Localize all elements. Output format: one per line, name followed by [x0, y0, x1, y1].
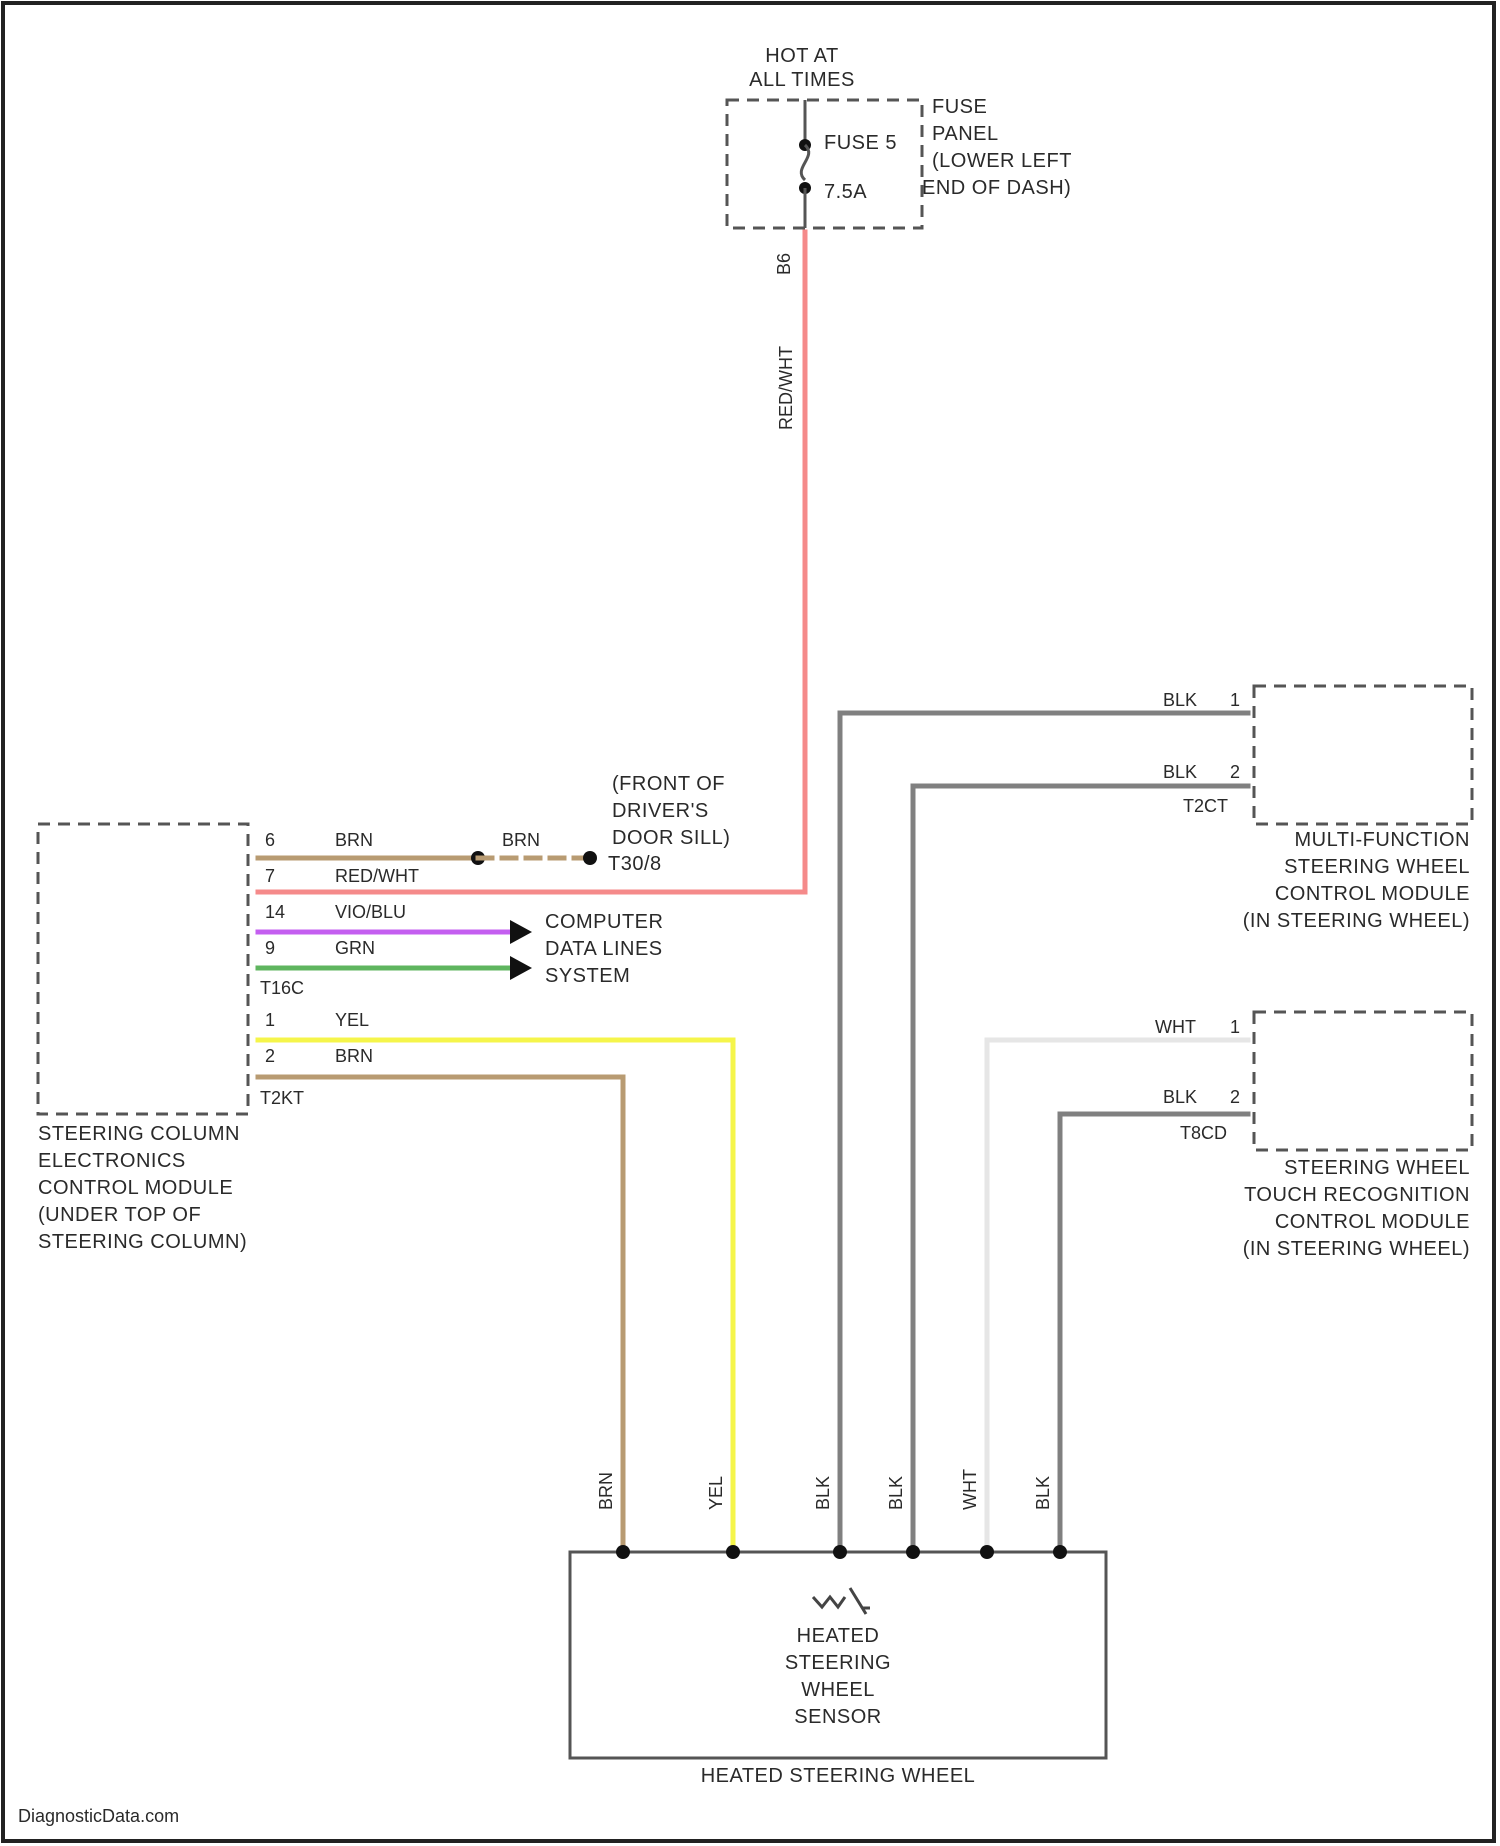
- sccm-pin-14: 14: [265, 902, 285, 922]
- vlabel-wht: WHT: [960, 1469, 980, 1510]
- wire-brown: [258, 1077, 623, 1552]
- wire-white-touch-1: [987, 1040, 1248, 1552]
- sccm-name-3: CONTROL MODULE: [38, 1177, 233, 1199]
- heated-wheel-assembly-label: HEATED STEERING WHEEL: [701, 1765, 976, 1787]
- sccm-name-5: STEERING COLUMN): [38, 1231, 247, 1253]
- touch-name-2: TOUCH RECOGNITION: [1244, 1184, 1470, 1206]
- mfsw-box: [1254, 686, 1472, 824]
- mfsw-name-3: CONTROL MODULE: [1275, 883, 1470, 905]
- wire-brn-label-3: BRN: [335, 1046, 373, 1066]
- arrow-icon-can-low: [510, 956, 532, 980]
- power-source-line2: ALL TIMES: [749, 69, 855, 91]
- touch-pin-1: 1: [1230, 1017, 1240, 1037]
- wire-brn-label-1: BRN: [335, 830, 373, 850]
- sensor-icon: [813, 1588, 870, 1614]
- vlabel-blk-2: BLK: [886, 1476, 906, 1510]
- power-source-line1: HOT AT: [765, 45, 838, 67]
- fuse-rating: 7.5A: [824, 181, 867, 203]
- fuse-panel-label-1: FUSE: [932, 96, 987, 118]
- fuse-panel-label-4: END OF DASH): [922, 177, 1071, 199]
- touch-wire-wht-label: WHT: [1155, 1017, 1196, 1037]
- terminal-brn: [616, 1545, 630, 1559]
- wire-red-white-vertical-label: RED/WHT: [776, 346, 796, 430]
- can-label-1: COMPUTER: [545, 911, 663, 933]
- terminal-blk-3: [1053, 1545, 1067, 1559]
- sccm-name-1: STEERING COLUMN: [38, 1123, 240, 1145]
- mfsw-pin-2: 2: [1230, 762, 1240, 782]
- sccm-connector-b: T2KT: [260, 1088, 304, 1108]
- sensor-label-2: STEERING: [785, 1652, 891, 1674]
- wire-yel-label: YEL: [335, 1010, 369, 1030]
- wire-yellow: [258, 1040, 733, 1552]
- wire-black-touch-2: [1060, 1114, 1248, 1552]
- can-label-2: DATA LINES: [545, 938, 663, 960]
- wire-vio-blu-label: VIO/BLU: [335, 902, 406, 922]
- sensor-label-4: SENSOR: [794, 1706, 881, 1728]
- wire-brn-label-2: BRN: [502, 830, 540, 850]
- touch-name-4: (IN STEERING WHEEL): [1243, 1238, 1470, 1260]
- splice-label-3: DOOR SILL): [612, 827, 730, 849]
- mfsw-connector: T2CT: [1183, 796, 1228, 816]
- touch-name-3: CONTROL MODULE: [1275, 1211, 1470, 1233]
- ground-point: [583, 851, 597, 865]
- touch-name-1: STEERING WHEEL: [1284, 1157, 1470, 1179]
- mfsw-name-1: MULTI-FUNCTION: [1295, 829, 1471, 851]
- fuse-panel-box: [727, 100, 922, 228]
- sccm-name-2: ELECTRONICS: [38, 1150, 186, 1172]
- vlabel-blk-1: BLK: [813, 1476, 833, 1510]
- terminal-yel: [726, 1545, 740, 1559]
- wire-black-mfsw-2: [913, 786, 1248, 1552]
- wire-red-white-label: RED/WHT: [335, 866, 419, 886]
- touch-connector: T8CD: [1180, 1123, 1227, 1143]
- fuse-name: FUSE 5: [824, 132, 897, 154]
- sccm-pin-9: 9: [265, 938, 275, 958]
- fuse-terminal-label: B6: [774, 253, 794, 275]
- splice-label-1: (FRONT OF: [612, 773, 725, 795]
- touch-box: [1254, 1012, 1472, 1150]
- touch-wire-blk-label: BLK: [1163, 1087, 1197, 1107]
- mfsw-pin-1: 1: [1230, 690, 1240, 710]
- can-label-3: SYSTEM: [545, 965, 630, 987]
- sccm-pin-1: 1: [265, 1010, 275, 1030]
- sccm-name-4: (UNDER TOP OF: [38, 1204, 201, 1226]
- touch-pin-2: 2: [1230, 1087, 1240, 1107]
- vlabel-yel: YEL: [706, 1476, 726, 1510]
- wire-grn-label: GRN: [335, 938, 375, 958]
- splice-label-2: DRIVER'S: [612, 800, 709, 822]
- vlabel-brn: BRN: [596, 1472, 616, 1510]
- mfsw-name-4: (IN STEERING WHEEL): [1243, 910, 1470, 932]
- mfsw-wire-blk-label-1: BLK: [1163, 690, 1197, 710]
- sensor-label-3: WHEEL: [801, 1679, 875, 1701]
- watermark: DiagnosticData.com: [18, 1806, 179, 1826]
- terminal-blk-1: [833, 1545, 847, 1559]
- terminal-wht: [980, 1545, 994, 1559]
- sensor-label-1: HEATED: [797, 1625, 880, 1647]
- vlabel-blk-3: BLK: [1033, 1476, 1053, 1510]
- mfsw-wire-blk-label-2: BLK: [1163, 762, 1197, 782]
- splice-connector: T30/8: [608, 853, 662, 875]
- fuse-panel-label-2: PANEL: [932, 123, 999, 145]
- terminal-blk-2: [906, 1545, 920, 1559]
- mfsw-name-2: STEERING WHEEL: [1284, 856, 1470, 878]
- arrow-icon-can-high: [510, 920, 532, 944]
- fuse-panel-label-3: (LOWER LEFT: [932, 150, 1072, 172]
- sccm-box: [38, 824, 248, 1114]
- sccm-pin-2: 2: [265, 1046, 275, 1066]
- sccm-connector-a: T16C: [260, 978, 304, 998]
- sccm-pin-6: 6: [265, 830, 275, 850]
- sccm-pin-7: 7: [265, 866, 275, 886]
